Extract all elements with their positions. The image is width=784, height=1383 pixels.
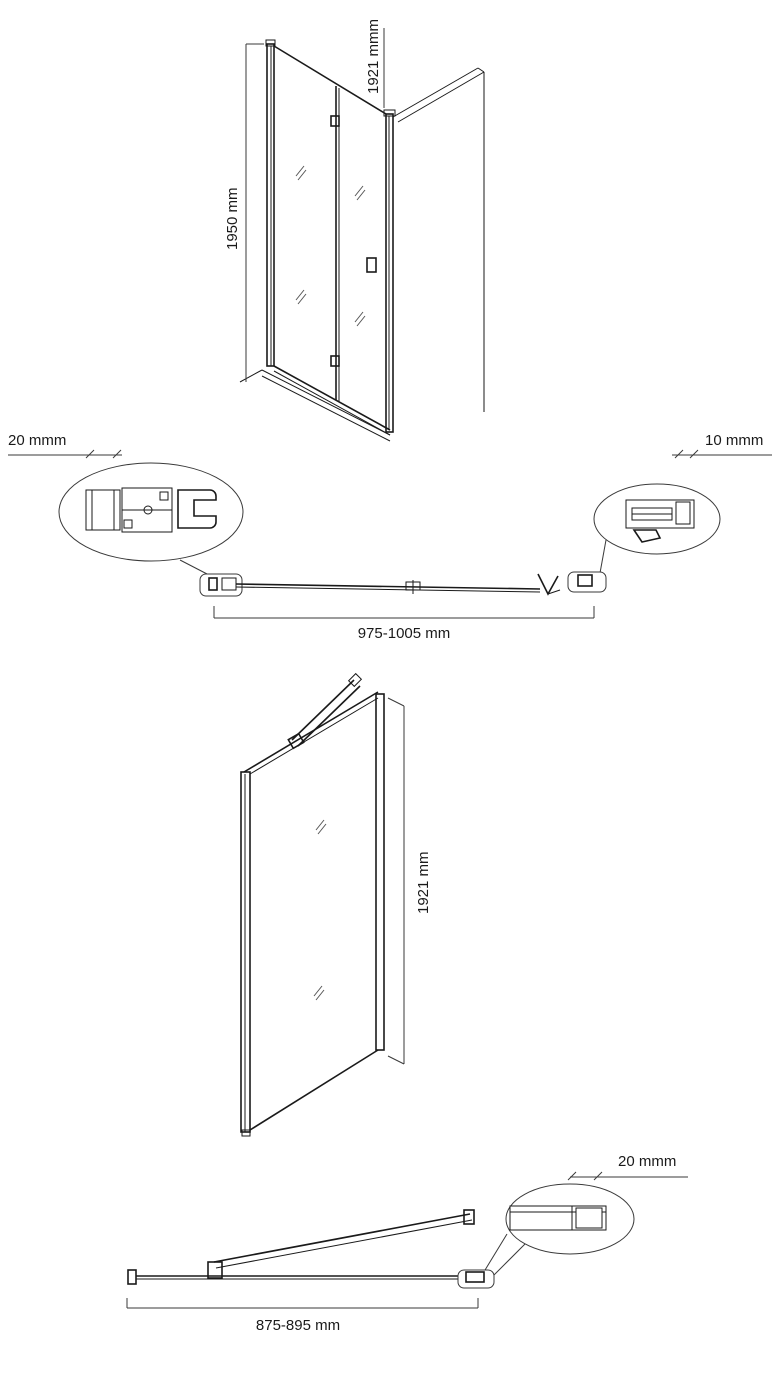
panel-height-dimension: 1921 mm bbox=[387, 697, 432, 1065]
panel-gap-label: 20 mmm bbox=[618, 1153, 676, 1170]
panel-plan-view: 20 mmm 875-895 mm bbox=[126, 1153, 688, 1334]
floor-line bbox=[239, 369, 391, 442]
right-gap-dimension: 10 mmm bbox=[672, 432, 772, 459]
panel-gap-dimension: 20 mmm bbox=[567, 1153, 688, 1181]
height-label-1950: 1950 mm bbox=[224, 187, 241, 250]
left-wall-profile bbox=[265, 39, 276, 367]
height-label-1921: 1921 mmm bbox=[365, 19, 382, 94]
panel-width-label: 875-895 mm bbox=[256, 1317, 340, 1334]
door-width-dimension: 975-1005 mm bbox=[213, 606, 595, 642]
panel-profile-detail bbox=[481, 1183, 635, 1278]
right-profile-section bbox=[625, 499, 695, 543]
left-profile-section bbox=[85, 487, 217, 533]
panel-width-dimension: 875-895 mm bbox=[126, 1298, 479, 1334]
height-dimension-1950: 1950 mm bbox=[224, 43, 264, 382]
left-profile-plan bbox=[208, 577, 218, 591]
left-gap-label: 20 mmm bbox=[8, 432, 66, 449]
glass-reflection-marks bbox=[295, 165, 366, 327]
panel-reflection-marks bbox=[313, 819, 327, 1001]
arm-plan-line bbox=[213, 1213, 471, 1263]
hinge-bottom bbox=[330, 355, 340, 367]
wall bbox=[392, 67, 485, 412]
right-profile-detail bbox=[593, 483, 721, 574]
left-gap-dimension: 20 mmm bbox=[8, 432, 122, 459]
door-plan-line bbox=[235, 583, 541, 590]
hinge-top bbox=[330, 115, 340, 127]
panel-wall-profile-plan bbox=[127, 1269, 137, 1285]
panel-end-marker bbox=[457, 1269, 495, 1289]
panel-height-label: 1921 mm bbox=[415, 851, 432, 914]
right-wall-profile bbox=[383, 109, 396, 433]
panel-right-edge bbox=[375, 693, 385, 1051]
support-arm bbox=[287, 672, 363, 750]
height-dimension-1921: 1921 mmm bbox=[365, 19, 385, 108]
folding-door-view: 1950 mm 1921 mmm bbox=[224, 19, 485, 442]
right-gap-label: 10 mmm bbox=[705, 432, 763, 449]
left-profile-detail bbox=[58, 462, 244, 576]
door-width-label: 975-1005 mm bbox=[358, 625, 451, 642]
fixed-panel-view: 1921 mm bbox=[240, 672, 432, 1137]
door-handle bbox=[366, 257, 377, 273]
arm-wall-mount bbox=[207, 1261, 223, 1279]
door-end-plan bbox=[537, 573, 559, 596]
door-plan-view: 20 mmm 10 mmm bbox=[8, 432, 772, 642]
